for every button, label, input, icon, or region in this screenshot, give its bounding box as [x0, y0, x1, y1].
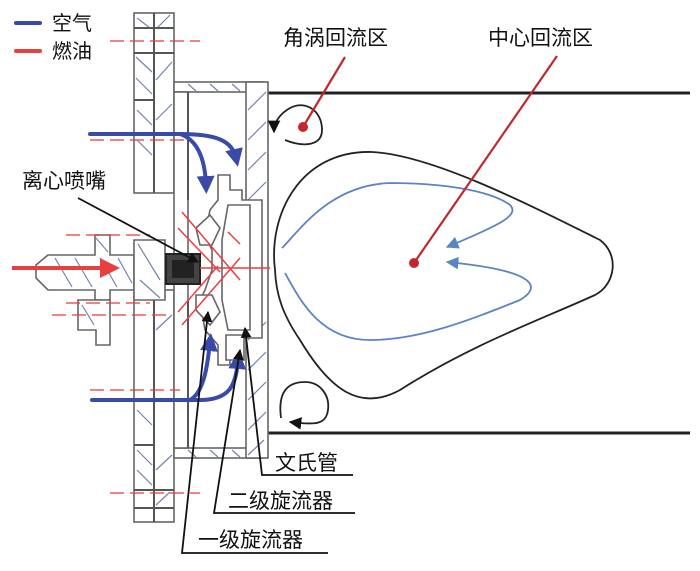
leader-lines — [77, 197, 355, 554]
central-zone-leader — [413, 55, 558, 264]
recirculation-boundary — [273, 151, 614, 400]
corner-vortex-upper — [267, 104, 323, 146]
corner-zone-marker — [298, 122, 308, 132]
primary-swirler-leader — [180, 310, 328, 554]
corner-zone-leader — [302, 56, 346, 128]
mounting-flange — [133, 12, 175, 523]
central-recirculation-zone — [273, 55, 614, 400]
label-centrifugal-nozzle: 离心喷嘴 — [22, 169, 106, 193]
label-corner-recirculation: 角涡回流区 — [283, 26, 388, 50]
secondary-swirler-leader — [212, 348, 355, 514]
label-venturi: 文氏管 — [275, 451, 338, 475]
streamline-upper — [281, 182, 514, 249]
nozzle-leader — [77, 197, 199, 263]
legend: 空气 燃油 — [14, 11, 92, 63]
fuel-lines — [52, 40, 270, 494]
streamline-lower — [284, 256, 532, 341]
label-central-recirculation: 中心回流区 — [488, 26, 593, 50]
label-secondary-swirler: 二级旋流器 — [228, 489, 333, 513]
corner-vortex-lower — [279, 381, 330, 430]
label-primary-swirler: 一级旋流器 — [198, 528, 303, 552]
air-arrow-top-inner — [178, 132, 215, 194]
combustion-chamber — [268, 91, 690, 435]
air-arrow-bottom-inner — [188, 333, 218, 402]
labels: 角涡回流区 中心回流区 离心喷嘴 文氏管 二级旋流器 一级旋流器 — [22, 26, 593, 552]
venturi-leader — [240, 326, 353, 476]
corner-recirculation-zones — [267, 56, 346, 430]
central-zone-marker — [409, 258, 419, 268]
legend-fuel-label: 燃油 — [52, 39, 92, 63]
legend-air-label: 空气 — [52, 11, 92, 35]
